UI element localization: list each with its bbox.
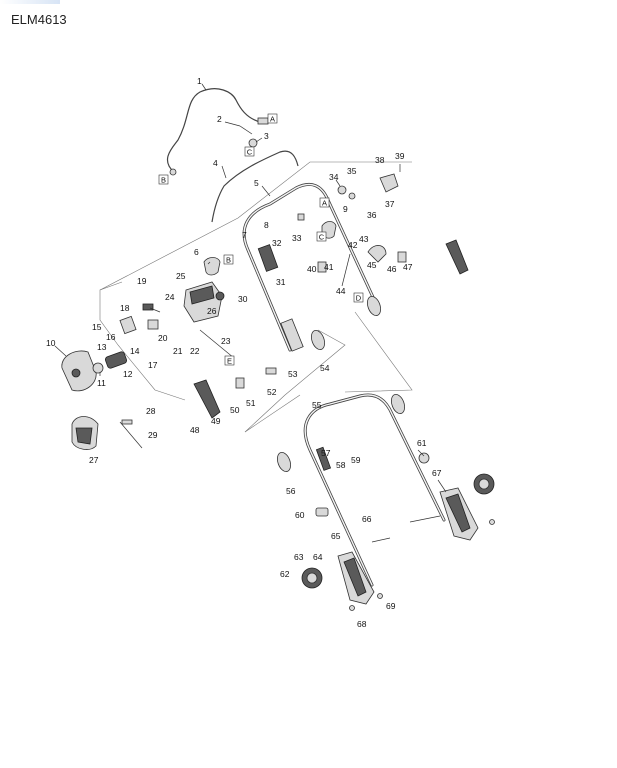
part-label-39: 39 <box>395 151 405 161</box>
part-label-9: 9 <box>343 204 348 214</box>
part-label-11: 11 <box>97 378 106 388</box>
part-label-56: 56 <box>286 486 296 496</box>
part-label-67: 67 <box>432 468 442 478</box>
part-label-44: 44 <box>336 286 346 296</box>
handle-clamps <box>193 173 469 517</box>
part-label-23: 23 <box>221 336 231 346</box>
part-label-54: 54 <box>320 363 330 373</box>
callout-C-top: C <box>244 146 255 157</box>
part-label-53: 53 <box>288 369 298 379</box>
part-label-21: 21 <box>173 346 183 356</box>
callout-A-mid: A <box>319 197 330 208</box>
part-label-33: 33 <box>292 233 302 243</box>
svg-text:B: B <box>226 256 231 265</box>
callout-A-top: A <box>267 113 278 124</box>
svg-text:C: C <box>247 148 253 157</box>
part-label-45: 45 <box>367 260 377 270</box>
svg-text:D: D <box>356 294 362 303</box>
part-label-61: 61 <box>417 438 427 448</box>
leader-lines <box>54 83 447 493</box>
part-label-37: 37 <box>385 199 395 209</box>
part-label-20: 20 <box>158 333 168 343</box>
part-label-15: 15 <box>92 322 102 332</box>
part-label-10: 10 <box>46 338 56 348</box>
part-label-51: 51 <box>246 398 256 408</box>
part-label-55: 55 <box>312 400 322 410</box>
part-label-69: 69 <box>386 601 396 611</box>
part-label-2: 2 <box>217 114 222 124</box>
part-label-57: 57 <box>321 448 331 458</box>
callout-E: E <box>224 355 235 366</box>
part-label-36: 36 <box>367 210 377 220</box>
lower-handle <box>303 393 446 587</box>
motor-cluster <box>61 257 235 450</box>
part-label-4: 4 <box>213 158 218 168</box>
upper-cable-assembly <box>166 88 269 176</box>
part-label-27: 27 <box>89 455 99 465</box>
part-label-8: 8 <box>264 220 269 230</box>
model-title: ELM4613 <box>11 12 67 27</box>
part-label-43: 43 <box>359 234 369 244</box>
part-label-58: 58 <box>336 460 346 470</box>
svg-text:C: C <box>319 233 325 242</box>
part-label-16: 16 <box>106 332 116 342</box>
svg-text:A: A <box>322 199 327 208</box>
part-label-14: 14 <box>130 346 140 356</box>
part-label-48: 48 <box>190 425 200 435</box>
part-label-29: 29 <box>148 430 158 440</box>
part-label-63: 63 <box>294 552 304 562</box>
part-label-34: 34 <box>329 172 339 182</box>
svg-text:B: B <box>161 176 166 185</box>
part-label-6: 6 <box>194 247 199 257</box>
callout-B-mid: B <box>223 254 234 265</box>
part-label-52: 52 <box>267 387 277 397</box>
part-label-19: 19 <box>137 276 147 286</box>
part-label-3: 3 <box>264 131 269 141</box>
part-label-41: 41 <box>324 262 334 272</box>
part-label-13: 13 <box>97 342 107 352</box>
part-label-60: 60 <box>295 510 305 520</box>
callout-B-top: B <box>158 174 169 185</box>
callout-D: D <box>353 292 364 303</box>
part-label-12: 12 <box>123 369 133 379</box>
part-label-31: 31 <box>276 277 286 287</box>
part-label-22: 22 <box>190 346 200 356</box>
part-label-25: 25 <box>176 271 186 281</box>
svg-text:E: E <box>227 357 232 366</box>
section-frames <box>99 161 413 433</box>
part-label-68: 68 <box>357 619 367 629</box>
part-label-50: 50 <box>230 405 240 415</box>
wheel-assembly <box>301 473 495 611</box>
part-label-5: 5 <box>254 178 259 188</box>
upper-handle <box>242 183 380 352</box>
part-label-62: 62 <box>280 569 290 579</box>
part-label-17: 17 <box>148 360 158 370</box>
part-label-18: 18 <box>120 303 130 313</box>
part-label-47: 47 <box>403 262 413 272</box>
part-label-28: 28 <box>146 406 156 416</box>
brand-strip <box>0 0 60 4</box>
part-label-66: 66 <box>362 514 372 524</box>
part-label-49: 49 <box>211 416 221 426</box>
lower-cable-assembly <box>211 125 299 223</box>
part-label-59: 59 <box>351 455 361 465</box>
part-label-38: 38 <box>375 155 385 165</box>
part-label-24: 24 <box>165 292 175 302</box>
part-label-42: 42 <box>348 240 358 250</box>
part-label-26: 26 <box>207 306 217 316</box>
part-number-labels: 1 2 3 4 5 6 7 8 9 10 11 12 13 14 15 16 1… <box>46 76 442 629</box>
svg-text:A: A <box>270 115 275 124</box>
callout-C-mid: C <box>316 231 327 242</box>
part-label-46: 46 <box>387 264 397 274</box>
part-label-40: 40 <box>307 264 317 274</box>
part-label-1: 1 <box>197 76 202 86</box>
part-label-30: 30 <box>238 294 248 304</box>
part-label-64: 64 <box>313 552 323 562</box>
part-label-7: 7 <box>242 230 247 240</box>
part-label-65: 65 <box>331 531 341 541</box>
part-label-32: 32 <box>272 238 282 248</box>
part-label-35: 35 <box>347 166 357 176</box>
